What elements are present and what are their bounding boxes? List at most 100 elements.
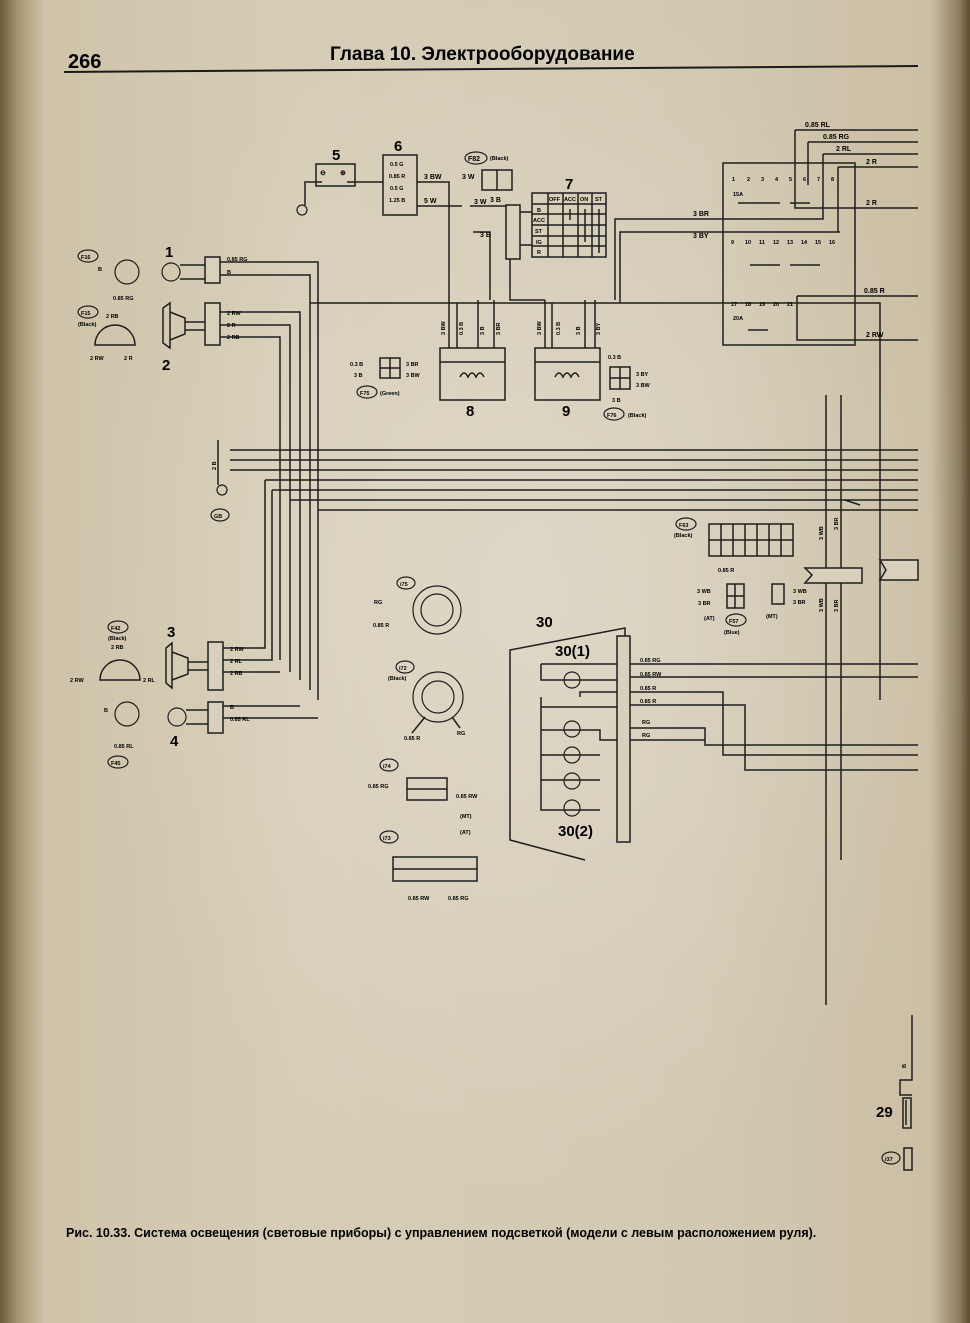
component-number: 2 xyxy=(162,357,170,374)
wire-label: RG xyxy=(374,600,382,606)
wire-label: 3 BY xyxy=(596,322,602,335)
wire-label: 2 RW xyxy=(70,678,84,684)
wire-label: 20A xyxy=(733,316,743,322)
svg-text:⊖: ⊖ xyxy=(320,170,326,177)
wire-label: ST xyxy=(595,197,603,203)
wire-label: 2 RB xyxy=(227,335,240,341)
battery-5: 5 ⊖⊕ xyxy=(296,147,383,216)
instrument-cluster-30: 30 30(1) 30(2) 0.85 RG 0.85 RW 0.85 R 0.… xyxy=(509,614,918,861)
wire-label: 0.85 R xyxy=(640,699,656,705)
wire-label: ON xyxy=(580,197,588,203)
wire-label: 2 RL xyxy=(230,659,243,665)
wire-label: 0.85 RL xyxy=(230,717,250,723)
wire-label: 3 B xyxy=(480,326,486,335)
wire-label: 3 B xyxy=(354,373,363,379)
component-number: 7 xyxy=(565,176,573,193)
wire-label: 3 B xyxy=(612,398,621,404)
wire-label: 3 BR xyxy=(793,600,806,606)
wire-label: 2 xyxy=(747,177,750,183)
wire-label: 3 BR xyxy=(406,362,419,368)
ignition-switch-7: 7 OFF ACC ON ST B ACC ST IG R xyxy=(505,176,607,301)
wire-label: B xyxy=(230,705,234,711)
wire-label: ACC xyxy=(533,218,545,224)
wire-label: 2 RB xyxy=(230,671,243,677)
wire-label: ST xyxy=(535,229,543,235)
wire-label: 0.3 B xyxy=(608,355,621,361)
wire-label: 0.85 R xyxy=(404,736,420,742)
wire-label: 2 RB xyxy=(111,645,124,651)
connector-f57: 3 WB 3 BR (AT) F57 (Blue) 3 WB 3 BR (MT) xyxy=(697,583,807,636)
component-number: 29 xyxy=(876,1104,893,1121)
wire-label: 0.85 RG xyxy=(640,658,660,664)
wire-label: B xyxy=(537,208,541,214)
wire-label: (Black) xyxy=(108,636,127,642)
wire-label: (AT) xyxy=(460,830,471,836)
connector-f42: F42 (Black) 2 RB 2 RW 2 RL xyxy=(70,620,156,684)
wire-label: 15A xyxy=(733,192,743,198)
wire-label: 18 xyxy=(745,302,751,308)
wire-label: 17 xyxy=(731,302,737,308)
wire-label: 3 BW xyxy=(441,320,447,335)
wire-label: F45 xyxy=(111,761,120,767)
wire-label: 15 xyxy=(815,240,821,246)
wire-label: 6 xyxy=(803,177,806,183)
wire-label: 3 W xyxy=(462,174,475,181)
component-number: 8 xyxy=(466,403,474,420)
wire-label: 3 BW xyxy=(537,320,543,335)
wire-label: 0.85 R xyxy=(373,623,389,629)
wire-label: F57 xyxy=(729,619,738,625)
wire-label: 7 xyxy=(817,177,820,183)
wire-label: 3 BY xyxy=(636,372,649,378)
wire-label: F63 xyxy=(679,523,688,529)
connector-f75: 0.3 B3 B 3 BR3 BW F75 (Green) xyxy=(350,357,421,399)
bulb-icon xyxy=(563,671,581,689)
wire-label: 0.3 B xyxy=(350,362,363,368)
wire-label: RG xyxy=(642,733,650,739)
wire-label: 0.85 RG xyxy=(448,896,468,902)
wire-label: 2 RB xyxy=(106,314,119,320)
connector-f45: B 0.85 RL F45 xyxy=(104,701,140,769)
wire-label: 12 xyxy=(773,240,779,246)
page-number: 266 xyxy=(68,51,101,73)
wire-label: 16 xyxy=(829,240,835,246)
wire-label: B xyxy=(104,708,108,714)
wire-label: i37 xyxy=(885,1157,893,1163)
wire-label: 0.3 B xyxy=(556,322,562,335)
wire-label: 3 B xyxy=(576,326,582,335)
wire-label: 14 xyxy=(801,240,808,246)
wire-label: 3 WB xyxy=(697,589,711,595)
wire-label: 30(1) xyxy=(555,643,590,660)
vertical-harness: 3 WB 3 BR 3 WB 3 BR xyxy=(803,395,919,1005)
wire-label: 0.85 R xyxy=(389,174,405,180)
wire-label: OFF xyxy=(549,197,561,203)
wire-label: 2 RL xyxy=(143,678,156,684)
headlamp-2: 2 2 RW 2 R 2 RB xyxy=(162,301,241,374)
wire-label: F16 xyxy=(81,255,90,261)
wire-label: 2 RW xyxy=(227,311,241,317)
wire-label: 2 R xyxy=(866,200,877,207)
wire-label: (Black) xyxy=(78,322,97,328)
wire-label: 0.85 RG xyxy=(368,784,388,790)
wire-label: i75 xyxy=(400,582,408,588)
wire-label: 2 R xyxy=(866,159,877,166)
wire-label: i72 xyxy=(399,666,407,672)
fuse-block-6: 6 0.5 G 0.85 R 0.5 G 1.25 B 3 BW 5 W 3 W… xyxy=(382,138,506,300)
wire-label: 3 BR xyxy=(834,599,840,612)
lamp-1: 1 0.85 RG B xyxy=(161,244,247,284)
wire-label: 3 BR xyxy=(834,517,840,530)
wire-label: 0.85 RL xyxy=(805,122,831,129)
wire-label: 5 W xyxy=(424,198,437,205)
wire-label: 0.85 RG xyxy=(113,296,133,302)
figure-caption: Рис. 10.33. Система освещения (световые … xyxy=(66,1226,816,1240)
wire-label: B xyxy=(98,267,102,273)
header-rule xyxy=(63,65,919,73)
switch-29: B 29 i37 xyxy=(876,1015,913,1171)
wire-label: (MT) xyxy=(460,814,472,820)
wire-label: (Green) xyxy=(380,391,400,397)
wire-label: 3 BW xyxy=(424,174,442,181)
wire-label: 0.3 B xyxy=(459,322,465,335)
wire-label: 1 xyxy=(732,177,735,183)
component-number: 4 xyxy=(170,733,179,750)
wire-label: 3 WB xyxy=(819,526,825,540)
wire-label: 0.5 G xyxy=(390,162,403,168)
